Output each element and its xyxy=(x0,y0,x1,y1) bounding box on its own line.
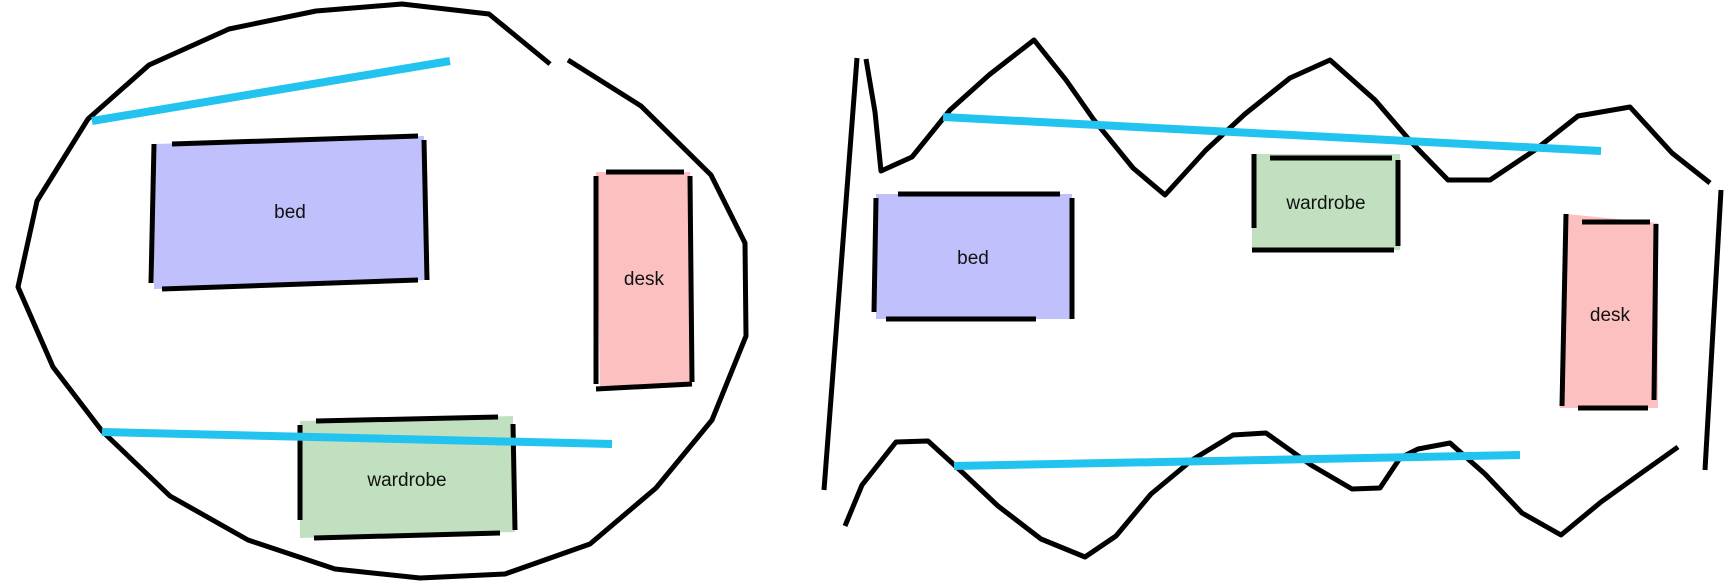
left-wardrobe-edge-bottom xyxy=(313,530,501,541)
left-desk: desk xyxy=(593,169,695,392)
left-blue-line-top xyxy=(91,57,451,125)
left-wardrobe-label: wardrobe xyxy=(366,470,446,491)
right-room-right-wall xyxy=(1702,189,1724,471)
right-desk: desk xyxy=(1559,213,1659,411)
left-blue-line-bottom xyxy=(101,428,613,448)
right-bed: bed xyxy=(871,191,1075,322)
right-wardrobe-label: wardrobe xyxy=(1285,193,1365,214)
left-bed-edge-bottom xyxy=(161,277,419,292)
left-bed-edge-left xyxy=(148,143,157,284)
left-desk-shape xyxy=(596,172,692,389)
left-bed-edge-right xyxy=(421,139,430,281)
left-wardrobe-shape xyxy=(300,416,515,538)
left-bed-label: bed xyxy=(274,202,306,223)
right-room-left-wall xyxy=(821,57,860,491)
left-bed-edge-top xyxy=(171,133,419,147)
right-room-bottom-zigzag xyxy=(842,430,1680,560)
left-bed: bed xyxy=(148,133,430,292)
right-wardrobe-shape xyxy=(1252,154,1400,250)
right-blue-line-bottom xyxy=(953,451,1521,470)
left-room: bed desk wardrobe xyxy=(15,1,749,581)
right-bed-edge-left xyxy=(871,197,879,313)
left-desk-edge-right xyxy=(687,175,695,383)
right-desk-shape xyxy=(1560,214,1658,408)
left-bed-shape xyxy=(154,136,427,289)
right-wardrobe: wardrobe xyxy=(1251,154,1401,253)
left-room-outline xyxy=(15,1,749,581)
right-bed-shape xyxy=(876,194,1072,319)
right-desk-edge-left xyxy=(1559,213,1569,407)
left-desk-edge-bottom xyxy=(595,381,693,392)
left-desk-label: desk xyxy=(624,269,665,290)
left-wardrobe-edge-top xyxy=(315,414,499,424)
right-desk-edge-right xyxy=(1651,223,1659,401)
right-blue-line-top xyxy=(942,113,1602,155)
right-desk-label: desk xyxy=(1590,305,1631,326)
left-wardrobe: wardrobe xyxy=(297,414,518,541)
right-room: bed wardrobe desk xyxy=(821,37,1724,560)
right-bed-label: bed xyxy=(957,248,989,269)
